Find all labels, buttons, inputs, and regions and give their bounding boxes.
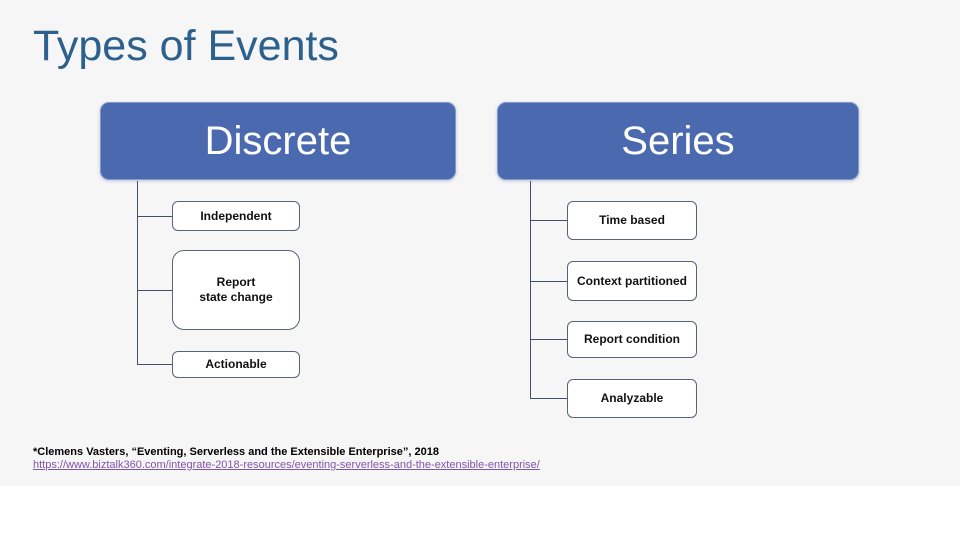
node-report-state-change: Report state change xyxy=(172,250,300,330)
connector-series-branch-1 xyxy=(530,220,567,221)
connector-discrete-branch-3 xyxy=(137,364,172,365)
node-actionable: Actionable xyxy=(172,351,300,378)
tree-discrete-root-box: Discrete xyxy=(100,102,456,180)
slide: Types of Events Discrete Independent Rep… xyxy=(33,22,859,471)
connector-series-branch-2 xyxy=(530,281,567,282)
connector-discrete-branch-2 xyxy=(137,290,172,291)
citation-text: *Clemens Vasters, “Eventing, Serverless … xyxy=(33,446,439,458)
node-context-partitioned: Context partitioned xyxy=(567,261,697,301)
node-report-condition: Report condition xyxy=(567,321,697,358)
source-link[interactable]: https://www.biztalk360.com/integrate-201… xyxy=(33,459,540,471)
slide-title: Types of Events xyxy=(33,22,339,70)
connector-discrete-trunk xyxy=(137,181,138,365)
node-time-based: Time based xyxy=(567,201,697,240)
node-analyzable: Analyzable xyxy=(567,379,697,418)
connector-series-branch-3 xyxy=(530,339,567,340)
node-independent: Independent xyxy=(172,201,300,231)
tree-discrete-root-label: Discrete xyxy=(204,118,352,163)
tree-series-root-label: Series xyxy=(621,118,735,163)
connector-series-branch-4 xyxy=(530,398,567,399)
connector-series-trunk xyxy=(530,181,531,398)
connector-discrete-branch-1 xyxy=(137,216,172,217)
tree-series-root-box: Series xyxy=(497,102,859,180)
